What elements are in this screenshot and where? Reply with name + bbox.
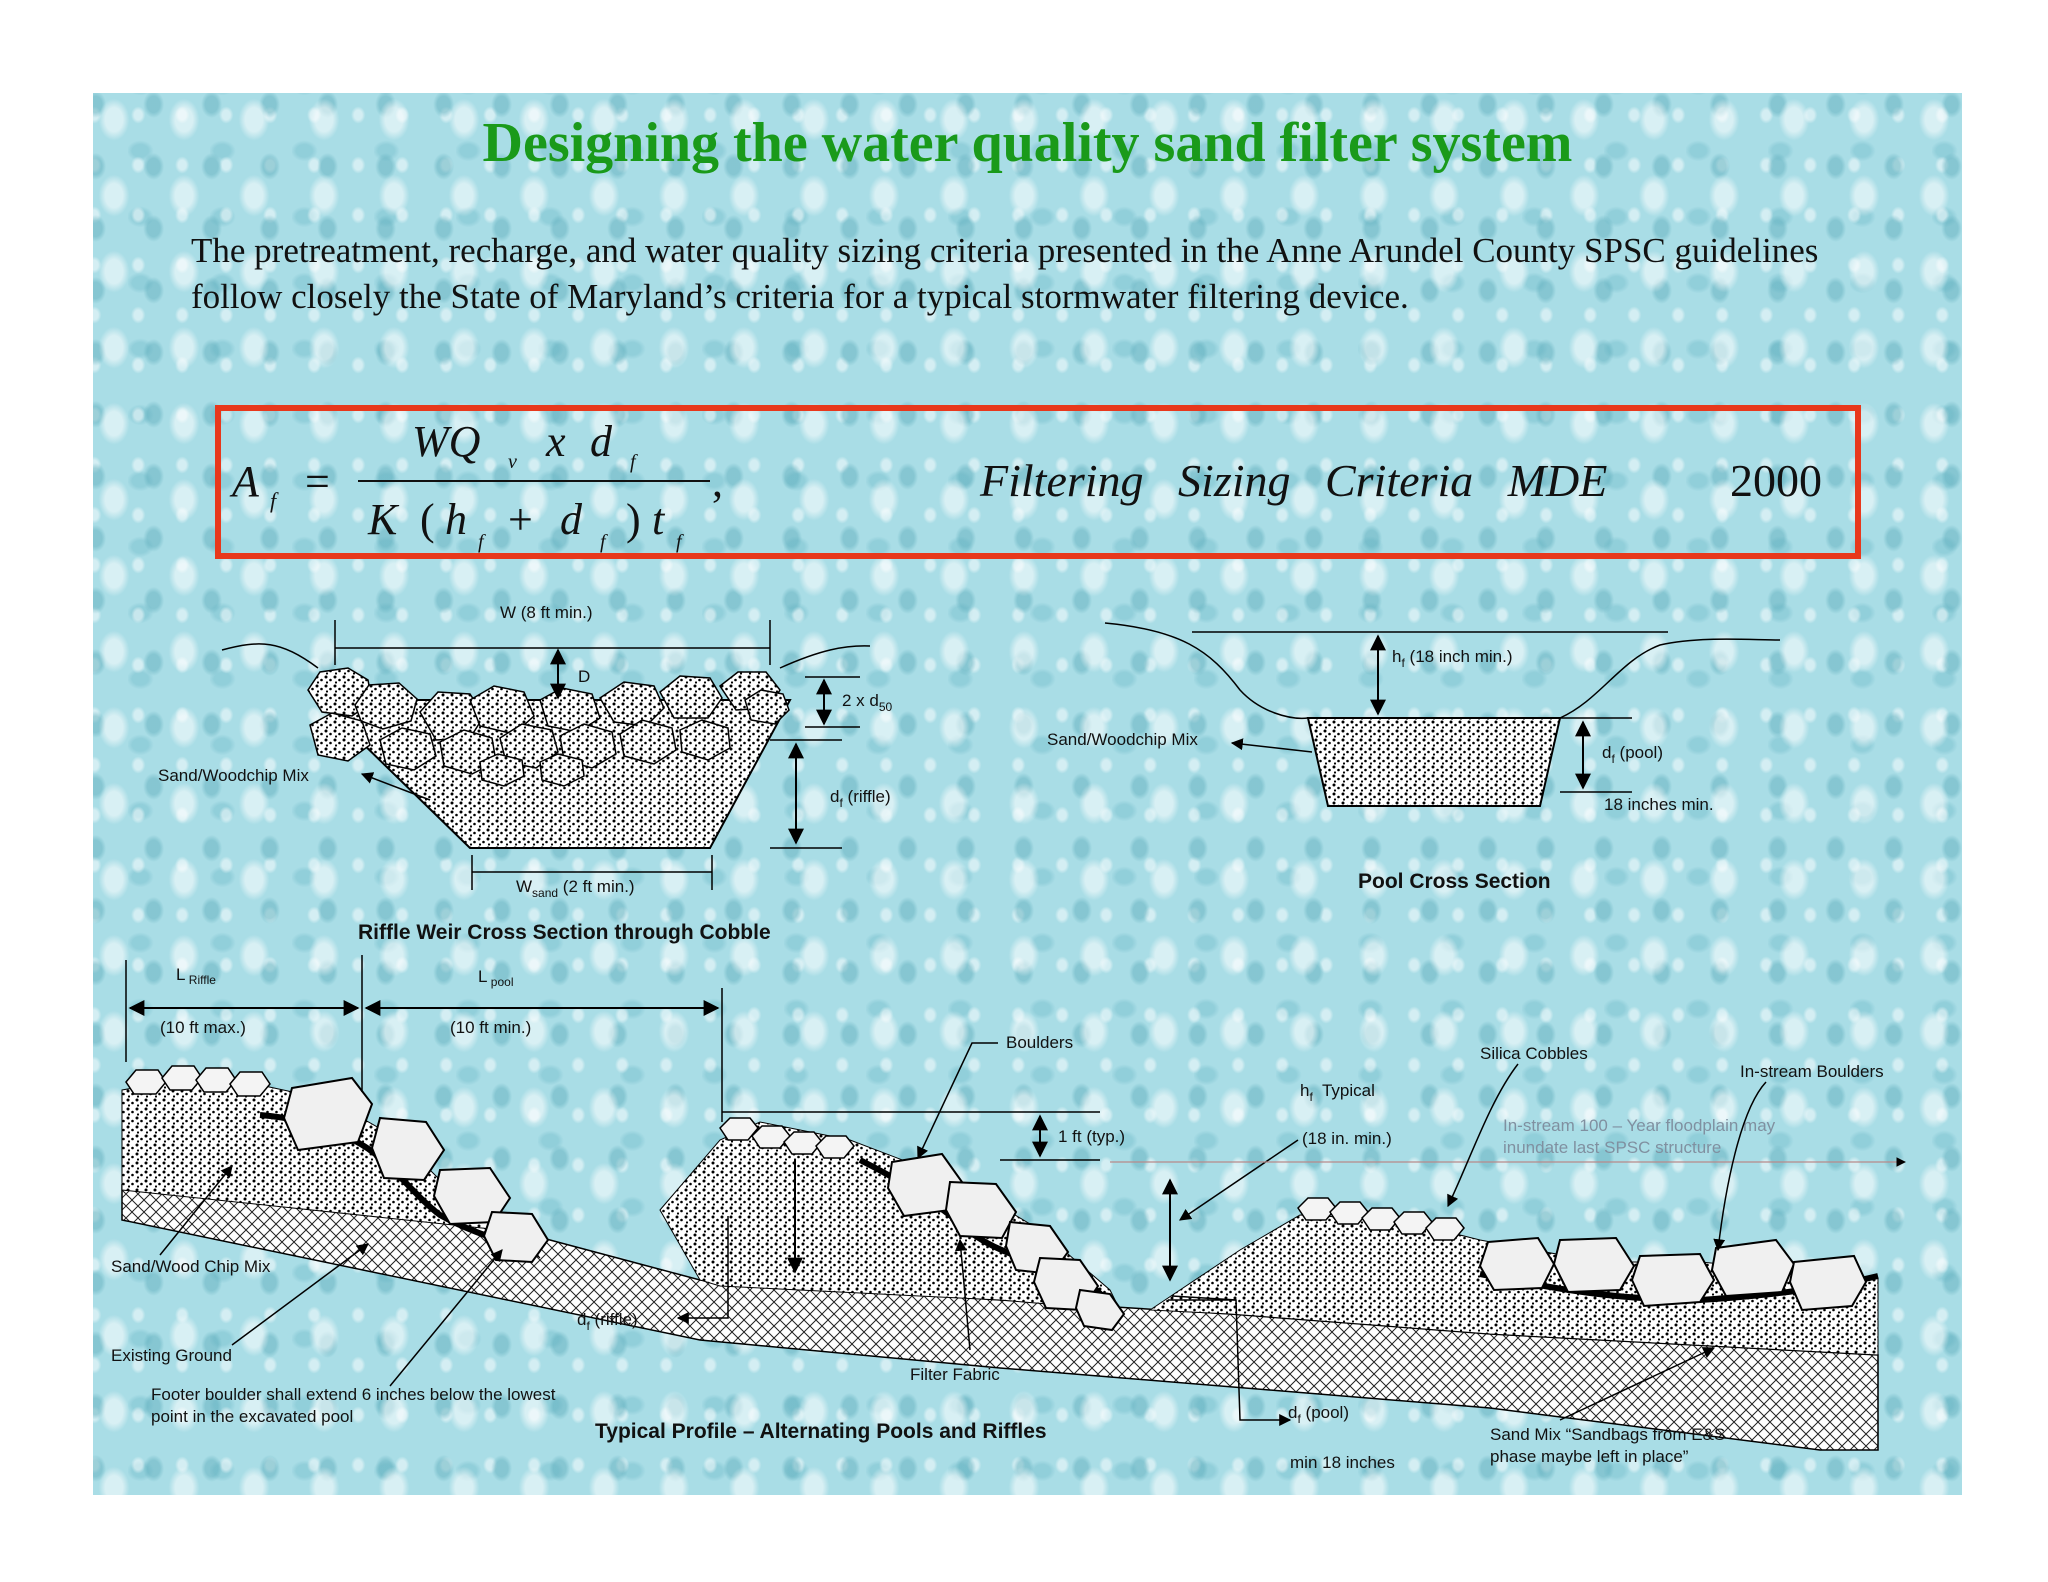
riffle-2x-sub: 50 <box>879 700 893 714</box>
intro-paragraph: The pretreatment, recharge, and water qu… <box>191 231 1819 316</box>
profile-hf-rest: Typical <box>1313 1081 1375 1100</box>
pool-df-rest: (pool) <box>1615 743 1663 762</box>
formula-year: 2000 <box>1730 455 1822 506</box>
l-pool-sub: pool <box>487 975 513 989</box>
formula-h: h <box>445 495 467 544</box>
profile-df-pool-rest: (pool) <box>1301 1403 1349 1422</box>
l-pool-value: (10 ft min.) <box>450 1018 531 1037</box>
sandmix-note-1: Sand Mix “Sandbags from E&S <box>1490 1425 1725 1444</box>
formula-d2: d <box>560 495 583 544</box>
footer-note-1: Footer boulder shall extend 6 inches bel… <box>151 1385 556 1404</box>
svg-text:hf Typical: hf Typical <box>1300 1081 1375 1104</box>
l-riffle-sub: Riffle <box>185 973 216 987</box>
wsand-main: W <box>516 877 532 896</box>
formula-caption: Filtering Sizing Criteria MDE <box>979 455 1607 506</box>
riffle-2x-label: 2 x d <box>842 691 879 710</box>
formula-plus: + <box>508 495 533 544</box>
pool-cross-section: hf (18 inch min.) df (pool) 18 inches mi… <box>1047 622 1781 893</box>
floodplain-text-2: inundate last SPSC structure <box>1503 1138 1721 1157</box>
riffle-mix-label: Sand/Woodchip Mix <box>158 766 309 785</box>
svg-text:2 x d50: 2 x d50 <box>842 691 893 714</box>
instream-boulders-label: In-stream Boulders <box>1740 1062 1884 1081</box>
existing-ground-label: Existing Ground <box>111 1346 232 1365</box>
slide-background: Designing the water quality sand filter … <box>93 93 1962 1495</box>
svg-text:df (riffle): df (riffle) <box>577 1310 638 1333</box>
formula-close-paren: ) <box>626 495 641 544</box>
formula-lhs-sub: f <box>270 488 279 513</box>
riffle-ground-left <box>221 643 319 669</box>
formula-wq: WQ <box>412 417 480 466</box>
formula-t-sub: f <box>676 531 684 553</box>
formula-d2-sub: f <box>600 531 608 553</box>
riffle-cobbles <box>307 667 790 787</box>
pool-df-main: d <box>1602 743 1611 762</box>
formula-d: d <box>590 417 613 466</box>
profile-sandwood-label: Sand/Wood Chip Mix <box>111 1257 271 1276</box>
l-riffle-main: L <box>176 965 185 984</box>
formula-x: x <box>545 417 566 466</box>
typical-profile: L Riffle (10 ft max.) L pool (10 ft min.… <box>111 955 1906 1472</box>
profile-hf-min: (18 in. min.) <box>1302 1129 1392 1148</box>
riffle-width-label: W (8 ft min.) <box>500 603 593 622</box>
profile-df-riffle-sub: f <box>586 1319 590 1333</box>
pool-min-label: 18 inches min. <box>1604 795 1714 814</box>
riffle-ground-right <box>779 645 871 669</box>
formula-t: t <box>652 495 666 544</box>
riffle-df-sub: f <box>839 796 843 810</box>
riffle-df-main: d <box>830 787 839 806</box>
profile-caption: Typical Profile – Alternating Pools and … <box>595 1420 1047 1443</box>
profile-df-riffle-rest: (riffle) <box>590 1310 638 1329</box>
svg-text:hf (18 inch min.): hf (18 inch min.) <box>1392 647 1513 670</box>
pool-sand-mix <box>1306 717 1562 807</box>
profile-df-riffle-main: d <box>577 1310 586 1329</box>
slide-title: Designing the water quality sand filter … <box>482 112 1573 174</box>
svg-text:L Riffle: L Riffle <box>176 965 216 987</box>
silica-label: Silica Cobbles <box>1480 1044 1588 1063</box>
riffle-df-rest: (riffle) <box>843 787 891 806</box>
profile-hf-sub: f <box>1309 1090 1313 1104</box>
pool-ground-right <box>1559 638 1781 719</box>
svg-text:Wsand (2 ft min.): Wsand (2 ft min.) <box>516 877 635 900</box>
profile-df-pool-main: d <box>1288 1403 1297 1422</box>
floodplain-text-1: In-stream 100 – Year floodplain may <box>1503 1116 1776 1135</box>
pool-hf-main: h <box>1392 647 1401 666</box>
min18-label: min 18 inches <box>1290 1453 1395 1472</box>
formula-h-sub: f <box>478 531 486 553</box>
pool-hf-rest: (18 inch min.) <box>1405 647 1513 666</box>
pool-caption: Pool Cross Section <box>1358 870 1551 893</box>
one-ft-label: 1 ft (typ.) <box>1058 1127 1125 1146</box>
fabric-label: Filter Fabric <box>910 1365 1000 1384</box>
formula: A f = WQ v x d f K ( h f + d f ) t f , F… <box>229 417 1822 553</box>
pool-ground-left <box>1104 622 1309 720</box>
riffle-caption: Riffle Weir Cross Section through Cobble <box>358 921 771 944</box>
svg-text:df (pool): df (pool) <box>1602 743 1663 766</box>
formula-equals: = <box>305 457 330 506</box>
wsand-rest: (2 ft min.) <box>558 877 635 896</box>
formula-open-paren: ( <box>420 495 435 544</box>
sandmix-note-2: phase maybe left in place” <box>1490 1447 1689 1466</box>
formula-k: K <box>367 495 400 544</box>
formula-sub-f: f <box>630 451 638 473</box>
formula-sub-v: v <box>508 451 517 473</box>
l-riffle-value: (10 ft max.) <box>160 1018 246 1037</box>
formula-box <box>215 405 1861 559</box>
pool-df-sub: f <box>1611 752 1615 766</box>
formula-lhs: A <box>229 457 260 506</box>
svg-text:df (pool): df (pool) <box>1288 1403 1349 1426</box>
footer-note-2: point in the excavated pool <box>151 1407 353 1426</box>
profile-df-pool-sub: f <box>1297 1412 1301 1426</box>
riffle-cross-section: W (8 ft min.) D 2 x d50 df (riffle) Sand… <box>158 603 893 944</box>
pool-hf-sub: f <box>1401 656 1405 670</box>
l-pool-main: L <box>478 967 487 986</box>
svg-text:L pool: L pool <box>478 967 514 989</box>
profile-hf-main: h <box>1300 1081 1309 1100</box>
formula-comma: , <box>712 457 723 506</box>
profile-cobbles <box>125 1065 1465 1241</box>
boulders-label: Boulders <box>1006 1033 1073 1052</box>
pool-mix-label: Sand/Woodchip Mix <box>1047 730 1198 749</box>
wsand-sub: sand <box>532 886 558 900</box>
svg-text:df (riffle): df (riffle) <box>830 787 891 810</box>
riffle-depth-label: D <box>578 667 590 686</box>
